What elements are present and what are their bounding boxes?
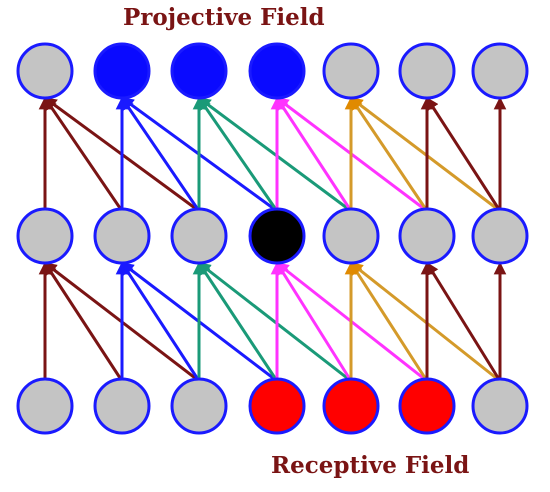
node-top-4: [322, 42, 380, 100]
node-bottom-1: [93, 377, 151, 435]
projective-field-label: Projective Field: [123, 4, 325, 31]
node-middle-6: [471, 207, 529, 265]
node-middle-5: [398, 207, 456, 265]
node-top-3-projective: [248, 42, 306, 100]
arrow-bottom-to-middle-6-to-5: [425, 261, 502, 382]
node-top-5: [398, 42, 456, 100]
node-middle-1: [93, 207, 151, 265]
arrow-middle-to-top-4-to-3: [275, 96, 353, 212]
arrow-bottom-to-middle-5-to-4: [349, 261, 429, 382]
connection-arrows: [38, 96, 507, 383]
arrow-bottom-to-middle-3-to-2: [197, 261, 279, 382]
node-top-2-projective: [170, 42, 228, 100]
arrow-bottom-to-middle-2-to-1: [120, 261, 201, 382]
node-middle-4: [322, 207, 380, 265]
receptive-field-label: Receptive Field: [271, 452, 470, 479]
node-middle-3-center: [248, 207, 306, 265]
node-bottom-4-receptive: [322, 377, 380, 435]
arrow-middle-to-top-3-to-2: [197, 96, 279, 212]
arrow-middle-to-top-2-to-1: [120, 96, 201, 212]
node-middle-2: [170, 207, 228, 265]
node-bottom-0: [16, 377, 74, 435]
node-top-0: [16, 42, 74, 100]
node-bottom-6: [471, 377, 529, 435]
arrow-middle-to-top-1-to-0: [43, 96, 124, 212]
node-bottom-5-receptive: [398, 377, 456, 435]
node-top-1-projective: [93, 42, 151, 100]
node-middle-0: [16, 207, 74, 265]
arrow-bottom-to-middle-1-to-0: [43, 261, 124, 382]
arrow-bottom-to-middle-4-to-3: [275, 261, 353, 382]
network-nodes: [16, 42, 529, 435]
arrow-middle-to-top-5-to-4: [349, 96, 429, 212]
arrow-middle-to-top-6-to-5: [425, 96, 502, 212]
node-bottom-2: [170, 377, 228, 435]
node-bottom-3-receptive: [248, 377, 306, 435]
arrow-middle-to-top-4-to-2: [197, 96, 352, 213]
arrow-bottom-to-middle-4-to-2: [198, 261, 352, 383]
node-top-6: [471, 42, 529, 100]
